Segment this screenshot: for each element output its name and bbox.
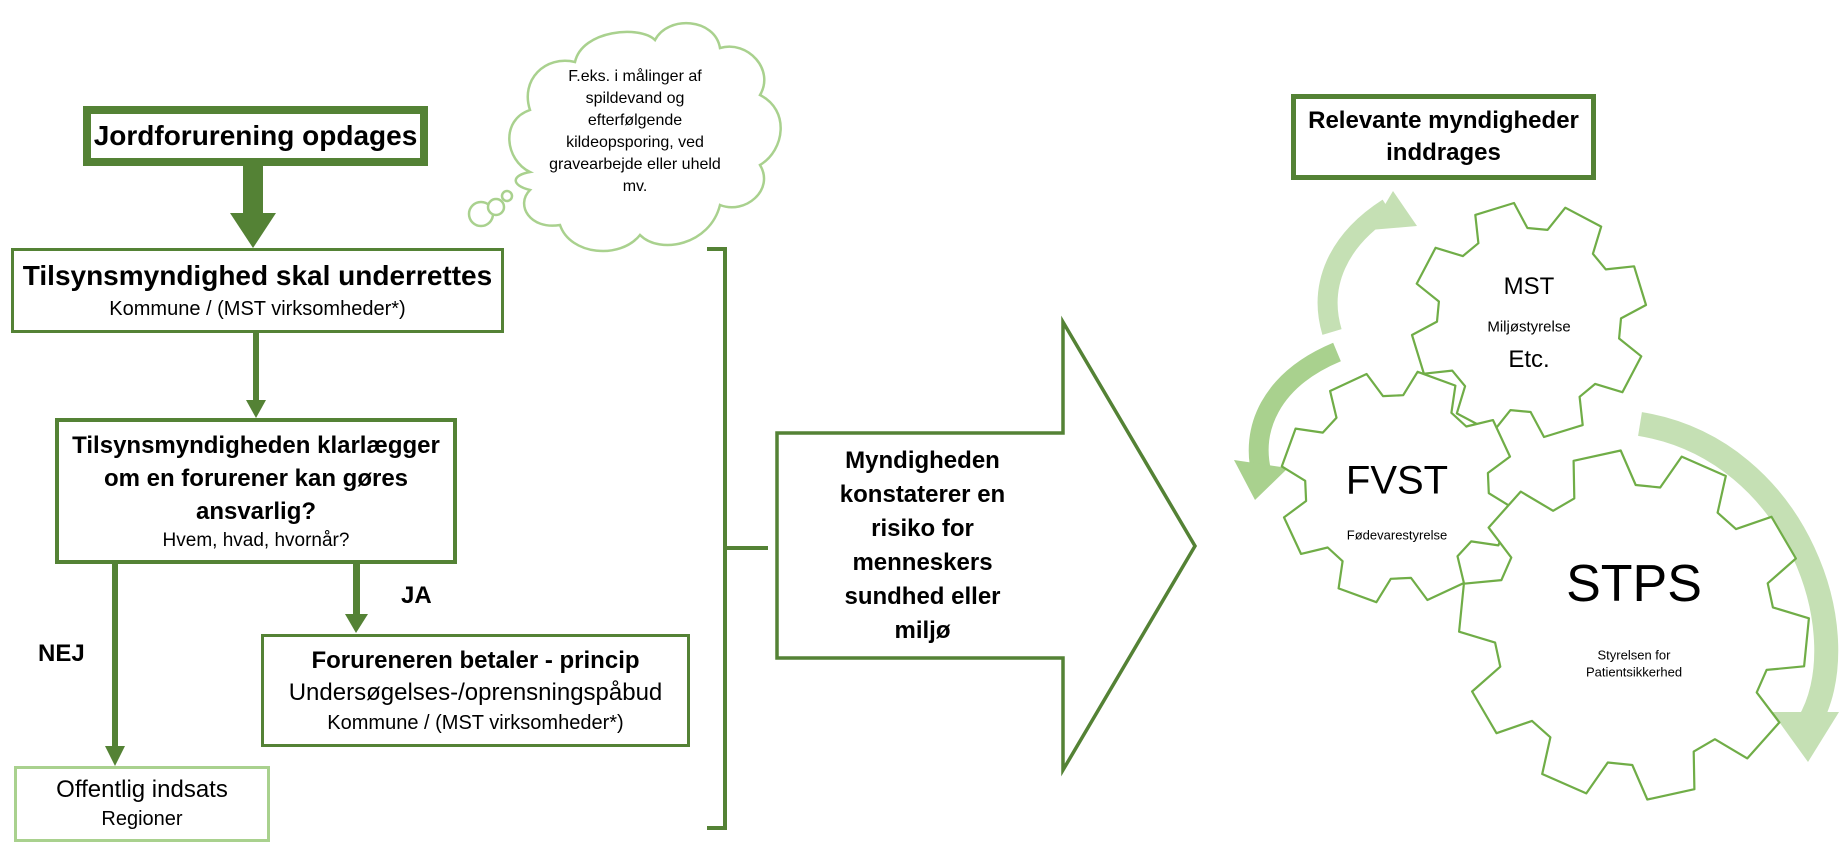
mst-extra: Etc. (1508, 346, 1550, 373)
authorities-title-2: inddrages (1386, 139, 1501, 166)
label-no: NEJ (38, 640, 85, 667)
gears (1280, 201, 1810, 801)
public-title: Offentlig indsats (56, 776, 228, 803)
polluter-line2: Undersøgelses-/oprensningspåbud (288, 678, 663, 706)
clarify-title-2: om en forurener kan gøres (103, 464, 409, 492)
public-box: Offentlig indsats Regioner (14, 766, 270, 842)
thought-cloud (467, 21, 782, 253)
polluter-title: Forureneren betaler - princip (311, 646, 640, 674)
stps-full-2: Patientsikkerhed (1585, 664, 1683, 680)
polluter-line3: Kommune / (MST virksomheder*) (327, 711, 624, 734)
big-arrow (775, 315, 1198, 777)
cloud-line: gravearbejde eller uheld (549, 156, 721, 173)
start-title: Jordforurening opdages (93, 120, 418, 151)
bracket (707, 247, 768, 830)
gear-mst (1410, 201, 1648, 439)
authorities-title-1: Relevante myndigheder (1308, 107, 1579, 134)
big-arrow-line: sundhed eller (844, 583, 1001, 610)
big-arrow-line: risiko for (871, 515, 974, 542)
label-yes: JA (401, 582, 432, 609)
notify-sub: Kommune / (MST virksomheder*) (109, 298, 406, 320)
big-arrow-line: konstaterer en (839, 481, 1006, 508)
big-arrow-text: Myndigheden konstaterer en risiko for me… (800, 440, 1045, 652)
fvst-full: Fødevarestyrelse (1346, 527, 1448, 543)
clarify-box: Tilsynsmyndigheden klarlægger om en foru… (55, 418, 457, 564)
clarify-title-3: ansvarlig? (195, 497, 317, 525)
arrow-no (105, 564, 125, 766)
arrow-start-to-notify (230, 165, 276, 248)
stps-name: STPS (1566, 555, 1702, 613)
cycle-arrows (1234, 191, 1839, 762)
clarify-sub: Hvem, hvad, hvornår? (162, 529, 350, 551)
public-sub: Regioner (101, 808, 183, 830)
cloud-line: F.eks. i målinger af (568, 68, 702, 85)
arrow-yes (345, 564, 368, 633)
authorities-title-box: Relevante myndigheder inddrages (1291, 94, 1596, 180)
mst-full: Miljøstyrelse (1487, 318, 1571, 336)
cloud-line: kildeopsporing, ved (566, 134, 704, 151)
mst-name: MST (1503, 273, 1555, 300)
arrow-notify-to-clarify (246, 333, 266, 418)
big-arrow-line: menneskers (852, 549, 993, 576)
start-box: Jordforurening opdages (83, 106, 428, 166)
fvst-name: FVST (1345, 458, 1449, 503)
stps-full-1: Styrelsen for (1597, 647, 1671, 663)
cloud-line: efterfølgende (587, 112, 683, 129)
gear-stps (1458, 449, 1810, 801)
cloud-line: mv. (622, 178, 648, 195)
gear-fvst (1280, 370, 1514, 604)
cloud-line: spildevand og (585, 90, 685, 107)
clarify-title-1: Tilsynsmyndigheden klarlægger (72, 431, 440, 459)
big-arrow-line: miljø (894, 617, 951, 644)
cloud-text: F.eks. i målinger af spildevand og efter… (515, 66, 755, 198)
polluter-box: Forureneren betaler - princip Undersøgel… (261, 634, 690, 747)
big-arrow-line: Myndigheden (845, 447, 1000, 474)
notify-box: Tilsynsmyndighed skal underrettes Kommun… (11, 248, 504, 333)
notify-title: Tilsynsmyndighed skal underrettes (22, 260, 493, 291)
